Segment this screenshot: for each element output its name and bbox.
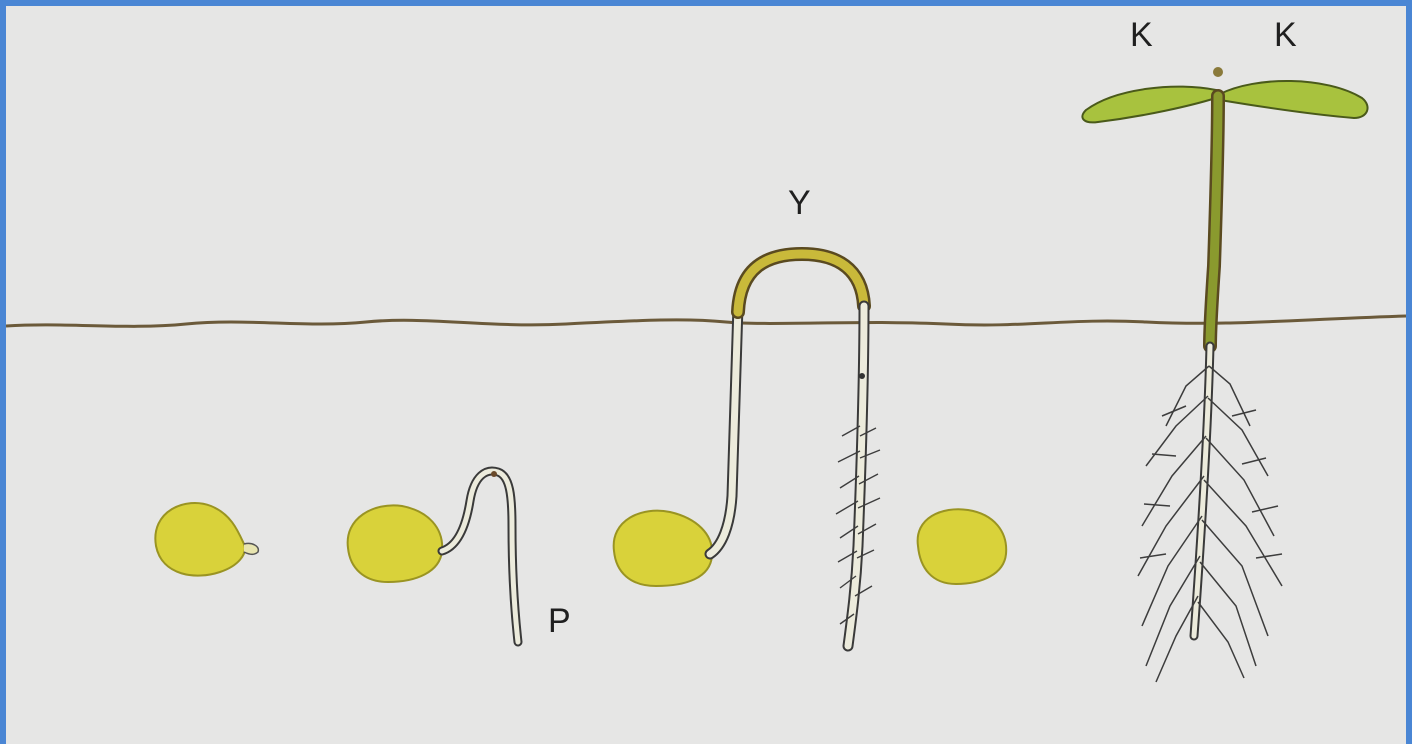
label-k-right: K [1274, 18, 1297, 52]
seed-3 [614, 511, 712, 586]
soil-surface-line [6, 316, 1406, 326]
seed-2 [348, 505, 443, 582]
cotyledon-right [1220, 81, 1368, 118]
seed-1 [155, 503, 245, 576]
label-y: Y [788, 186, 811, 220]
label-p: P [548, 604, 571, 638]
seed-4 [918, 509, 1007, 584]
radicle-node [491, 471, 497, 477]
stage-3-hook [614, 254, 880, 646]
label-k-left: K [1130, 18, 1153, 52]
germination-diagram [6, 6, 1406, 744]
radicle-p [442, 471, 518, 642]
seed-1-radicle-tip [244, 543, 258, 554]
stage-4-seedling [1082, 67, 1367, 682]
stage-2-radicle [348, 471, 518, 642]
cotyledon-left [1082, 87, 1216, 123]
diagram-canvas: P Y K K [6, 6, 1406, 744]
stage-1-seed [155, 503, 258, 576]
